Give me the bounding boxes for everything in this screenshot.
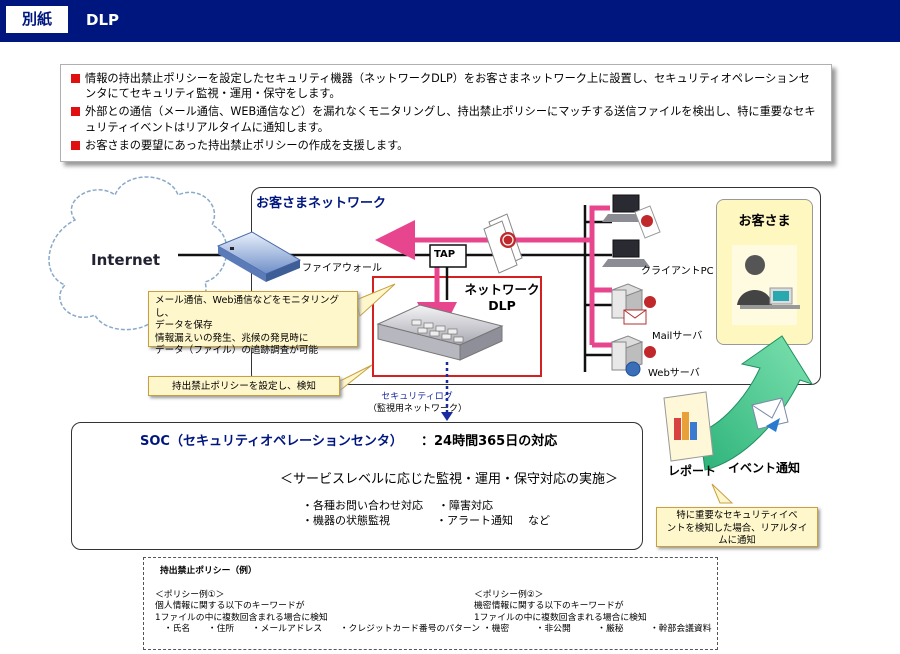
mail-server-label: Mailサーバ bbox=[652, 331, 703, 342]
header-bar bbox=[0, 0, 900, 42]
alert-doc-icon bbox=[634, 205, 661, 239]
report-label: レポート bbox=[668, 464, 717, 478]
notify-callout: 特に重要なセキュリティイベ ントを検知した場合、リアルタイ ムに通知 bbox=[656, 507, 818, 547]
tap-label: TAP bbox=[434, 249, 456, 260]
red-square-icon bbox=[71, 107, 80, 117]
policy-example-1: ＜ポリシー例①＞ 個人情報に関する以下のキーワードが 1ファイルの中に複数回含ま… bbox=[155, 590, 481, 635]
tap-box bbox=[429, 244, 467, 268]
firewall-label: ファイアウォール bbox=[302, 263, 382, 274]
security-log-label: セキュリティログ （監視用ネットワーク） bbox=[368, 392, 468, 414]
event-notification-arrow-icon bbox=[699, 335, 814, 471]
summary-bullet: お客さまの要望にあった持出禁止ポリシーの作成を支援します。 bbox=[71, 138, 821, 153]
soc-title: SOC（セキュリティオペレーションセンタ） bbox=[140, 434, 403, 449]
customer-label: お客さま bbox=[738, 214, 791, 229]
monitoring-callout: メール通信、Web通信などをモニタリングし、 データを保存 情報漏えいの発生、兆… bbox=[148, 291, 358, 356]
red-square-icon bbox=[71, 74, 80, 83]
summary-box: 情報の持出禁止ポリシーを設定したセキュリティ機器（ネットワークDLP）をお客さま… bbox=[60, 64, 832, 162]
web-server-icon bbox=[610, 335, 656, 377]
soc-item: ・アラート通知 bbox=[436, 514, 513, 527]
policy-title: 持出禁止ポリシー（例） bbox=[160, 566, 257, 576]
soc-item: ・各種お問い合わせ対応 bbox=[302, 499, 423, 512]
dlp-appliance-icon bbox=[376, 304, 504, 361]
soc-item: ・障害対応 bbox=[438, 499, 493, 512]
mail-server-icon bbox=[610, 283, 656, 325]
red-square-icon bbox=[71, 140, 80, 150]
policy-example-box bbox=[143, 557, 718, 650]
appendix-tag: 別紙 bbox=[6, 6, 68, 33]
soc-subtitle: ：24時間365日の対応 bbox=[421, 434, 558, 449]
soc-box bbox=[71, 422, 643, 550]
laptop-icon bbox=[602, 239, 650, 267]
web-server-label: Webサーバ bbox=[648, 368, 700, 379]
soc-item: など bbox=[528, 514, 550, 527]
event-notify-label: イベント通知 bbox=[728, 461, 801, 475]
firewall-icon bbox=[216, 231, 302, 282]
policy-callout: 持出禁止ポリシーを設定し、検知 bbox=[148, 376, 340, 396]
mail-envelope-icon bbox=[751, 397, 789, 432]
client-pc-label: クライアントPC bbox=[641, 266, 714, 277]
page-title: DLP bbox=[86, 11, 120, 29]
customer-person-icon bbox=[732, 245, 800, 325]
soc-service-level: ＜サービスレベルに応じた監視・運用・保守対応の実施＞ bbox=[280, 472, 619, 487]
customer-network-label: お客さまネットワーク bbox=[256, 196, 387, 211]
summary-bullet: 外部との通信（メール通信、WEB通信など）を漏れなくモニタリングし、持出禁止ポリ… bbox=[71, 104, 821, 134]
internet-label: Internet bbox=[91, 251, 161, 269]
soc-item: ・機器の状態監視 bbox=[302, 514, 390, 527]
report-chart-icon bbox=[663, 391, 714, 462]
summary-bullet: 情報の持出禁止ポリシーを設定したセキュリティ機器（ネットワークDLP）をお客さま… bbox=[71, 71, 821, 101]
document-alert-icon bbox=[483, 213, 523, 274]
policy-example-2: ＜ポリシー例②＞ 機密情報に関する以下のキーワードが 1ファイルの中に複数回含ま… bbox=[474, 590, 712, 635]
network-dlp-label: ネットワーク DLP bbox=[464, 282, 540, 313]
